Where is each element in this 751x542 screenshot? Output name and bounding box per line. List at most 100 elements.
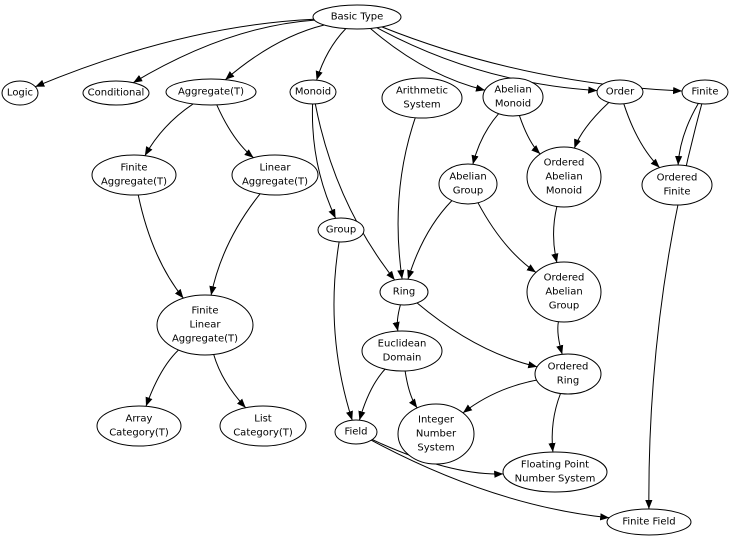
node-ellipse xyxy=(82,80,150,106)
node-ellipse xyxy=(317,217,365,243)
edge-basic-type-to-logic xyxy=(35,18,314,88)
node-label: Group xyxy=(326,225,356,236)
node-label: Aggregate(T) xyxy=(178,87,244,98)
node-ellipse xyxy=(219,405,307,447)
node-ring: Ring xyxy=(379,278,429,306)
edge-ordered-ring-to-integer-number-system xyxy=(462,379,537,414)
node-label: Abelian xyxy=(545,172,582,183)
edge-abelian-monoid-to-abelian-group xyxy=(471,113,499,165)
node-label: Aggregate(T) xyxy=(172,334,238,345)
node-ellipse xyxy=(231,154,319,196)
node-label: Array xyxy=(126,414,153,425)
node-ellipse xyxy=(381,77,463,119)
edge-basic-type-to-order xyxy=(376,27,598,94)
node-ellipse xyxy=(334,419,378,445)
node-label: Domain xyxy=(383,353,422,364)
edge-order-to-ordered-abelian-monoid xyxy=(573,102,610,149)
node-label: Finite xyxy=(692,87,719,98)
node-group: Group xyxy=(317,217,365,243)
node-aggregate: Aggregate(T) xyxy=(165,78,257,106)
node-label: Finite xyxy=(192,306,219,317)
node-label: Aggregate(T) xyxy=(101,177,167,188)
node-label: Ordered xyxy=(544,158,585,169)
edge-aggregate-to-linear-aggregate xyxy=(216,104,254,159)
node-label: Group xyxy=(453,186,483,197)
node-ellipse xyxy=(91,154,177,196)
edge-finite-linear-aggregate-to-array-category xyxy=(145,349,179,407)
edge-monoid-to-ring xyxy=(314,103,396,281)
node-label: Ring xyxy=(557,376,579,387)
edge-arithmetic-system-to-ring xyxy=(397,117,416,280)
node-label: Finite xyxy=(121,163,148,174)
edge-order-to-ordered-finite xyxy=(623,103,660,168)
node-ellipse xyxy=(397,403,475,465)
node-label: Integer xyxy=(418,415,455,426)
node-basic-type: Basic Type xyxy=(312,4,402,30)
node-label: Abelian xyxy=(449,172,486,183)
edge-field-to-floating-point-number-system xyxy=(372,439,504,478)
node-label: Euclidean xyxy=(378,339,427,350)
node-label: Order xyxy=(606,87,635,98)
node-label: Category(T) xyxy=(109,428,169,439)
node-label: Monoid xyxy=(495,99,531,110)
node-label: System xyxy=(417,443,454,454)
node-label: Logic xyxy=(7,88,33,99)
edge-abelian-monoid-to-ordered-abelian-monoid xyxy=(518,115,541,155)
node-label: Arithmetic xyxy=(396,86,448,97)
node-ellipse xyxy=(379,278,429,306)
node-ellipse xyxy=(606,508,692,536)
node-ellipse xyxy=(96,405,182,447)
edge-euclidean-domain-to-field xyxy=(358,368,386,421)
edge-group-to-field xyxy=(333,241,353,421)
node-ellipse xyxy=(534,353,602,395)
edge-basic-type-to-monoid xyxy=(315,28,347,81)
edge-ring-to-ordered-ring xyxy=(416,302,538,369)
node-label: Basic Type xyxy=(331,12,384,23)
node-label: List xyxy=(254,414,272,425)
node-label: Group xyxy=(549,301,579,312)
node-ellipse xyxy=(1,80,39,106)
node-finite-field: Finite Field xyxy=(606,508,692,536)
node-field: Field xyxy=(334,419,378,445)
edge-linear-aggregate-to-finite-linear-aggregate xyxy=(209,193,261,296)
node-label: Finite xyxy=(664,187,691,198)
node-finite: Finite xyxy=(681,79,729,105)
node-label: Finite Field xyxy=(622,517,675,528)
node-ellipse xyxy=(526,146,602,208)
node-monoid: Monoid xyxy=(289,79,337,105)
node-label: Category(T) xyxy=(233,428,293,439)
edge-euclidean-domain-to-integer-number-system xyxy=(404,370,418,409)
node-ellipse xyxy=(482,77,544,117)
node-ellipse xyxy=(596,79,644,105)
node-label: System xyxy=(403,100,440,111)
node-ellipse xyxy=(681,79,729,105)
node-label: Field xyxy=(344,427,367,438)
edge-ordered-abelian-group-to-ordered-ring xyxy=(556,321,564,355)
node-ellipse xyxy=(502,451,608,493)
node-order: Order xyxy=(596,79,644,105)
node-ellipse xyxy=(361,330,443,372)
node-label: Number System xyxy=(515,474,596,485)
node-conditional: Conditional xyxy=(82,80,150,106)
edge-basic-type-to-conditional xyxy=(132,19,315,84)
edge-basic-type-to-aggregate xyxy=(224,24,325,81)
node-ellipse xyxy=(289,79,337,105)
edge-abelian-group-to-ring xyxy=(407,200,453,280)
node-label: Floating Point xyxy=(521,460,589,471)
edges-layer xyxy=(35,18,703,521)
node-label: Ring xyxy=(393,287,415,298)
node-ellipse xyxy=(526,261,602,323)
node-ellipse xyxy=(641,164,713,206)
node-ellipse xyxy=(165,78,257,106)
node-label: Linear xyxy=(259,163,291,174)
